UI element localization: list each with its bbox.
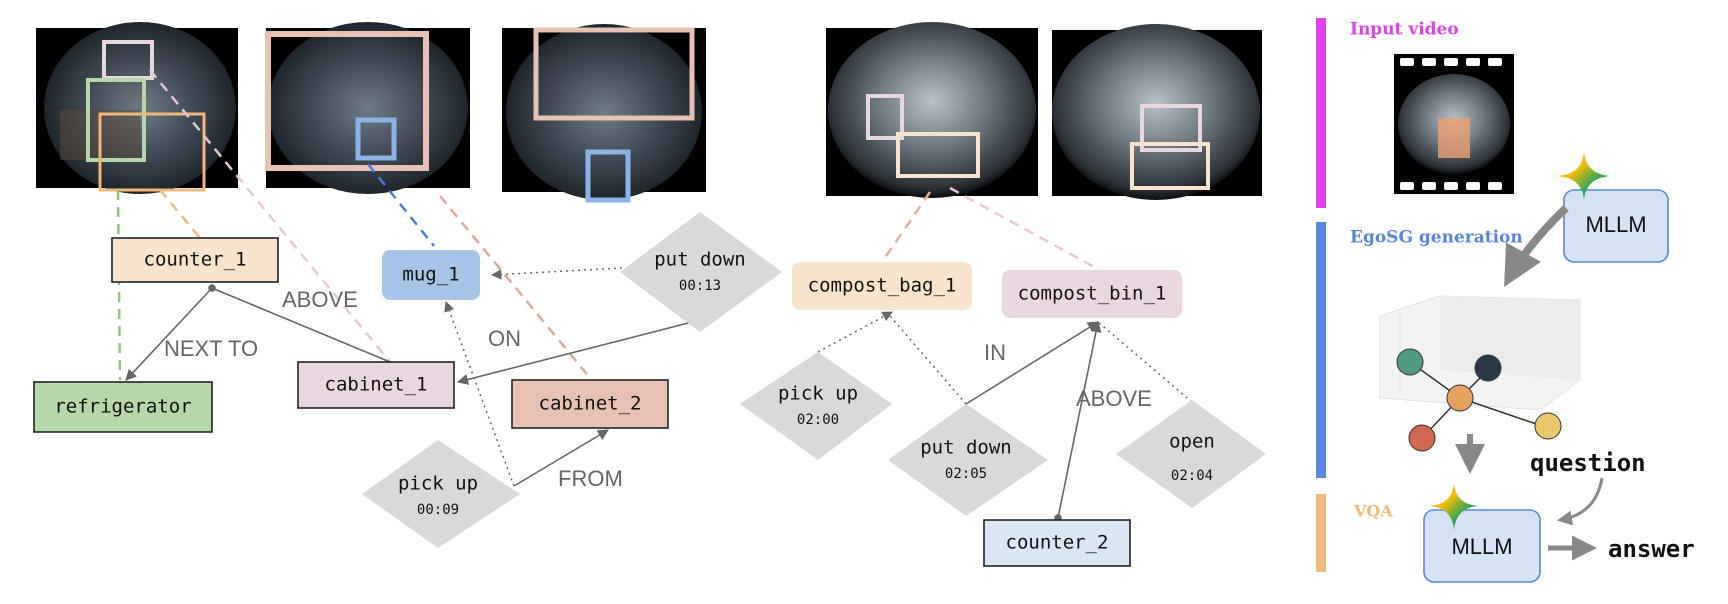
mllm-top-label: MLLM [1585,212,1646,237]
node-refrigerator-label: refrigerator [54,396,191,418]
video-frame-5 [1052,24,1262,200]
node-compost-bag-1-label: compost_bag_1 [808,275,957,297]
input-video-label: Input video [1350,20,1459,40]
egosg-bar [1316,222,1326,478]
node-mug-1: mug_1 [382,250,480,300]
action-pick-up-1-time: 00:09 [417,502,459,518]
film-strip-icon [1394,54,1514,194]
action-pick-up-2: pick up 02:00 [740,352,892,460]
arrow-question [1557,477,1604,526]
grounding-lines [116,69,1097,381]
node-counter-2-label: counter_2 [1006,532,1109,554]
video-frame-4 [826,22,1038,198]
graph-edges [125,284,1102,522]
relation-on: ON [488,326,521,351]
question-label: question [1530,449,1646,477]
pipeline-panel: Input video EgoSG generation VQA [1316,18,1695,583]
action-open-1: open 02:04 [1116,400,1266,508]
action-put-down-1-verb: put down [654,249,746,271]
node-counter-1-label: counter_1 [144,249,247,271]
action-pick-up-1: pick up 00:09 [362,440,520,548]
gemini-icon [1558,152,1610,200]
video-frame-3 [502,24,706,203]
node-compost-bag-1: compost_bag_1 [792,262,972,310]
action-put-down-1-time: 00:13 [679,278,721,294]
action-open-1-time: 02:04 [1171,468,1213,484]
relation-labels: ABOVE NEXT TO ON FROM IN ABOVE [164,287,1152,491]
node-cabinet-1-label: cabinet_1 [325,374,428,396]
node-cabinet-2: cabinet_2 [511,379,669,429]
mllm-bottom: MLLM [1423,484,1541,583]
mllm-top: MLLM [1558,152,1669,263]
relation-in: IN [984,340,1006,365]
node-mug-1-label: mug_1 [402,264,459,286]
action-put-down-2-time: 02:05 [945,466,987,482]
node-compost-bin-1: compost_bin_1 [1002,270,1182,318]
relation-above-2: ABOVE [1076,386,1152,411]
node-counter-2: counter_2 [983,519,1131,567]
gemini-icon-bottom [1430,484,1478,530]
video-frame-1 [36,22,238,194]
node-cabinet-2-label: cabinet_2 [539,393,642,415]
action-put-down-1: put down 00:13 [620,212,782,332]
vqa-bar [1316,494,1326,572]
action-put-down-2-verb: put down [920,437,1012,459]
action-pick-up-2-time: 02:00 [797,412,839,428]
video-frame-2 [265,22,470,194]
node-cabinet-1: cabinet_1 [297,361,455,409]
arrow-to-scene [1504,205,1569,287]
action-open-1-verb: open [1169,431,1215,453]
action-put-down-2: put down 02:05 [888,404,1048,516]
relation-above-1: ABOVE [282,287,358,312]
node-compost-bin-1-label: compost_bin_1 [1018,283,1167,305]
action-pick-up-1-verb: pick up [398,473,478,495]
relation-from: FROM [558,466,623,491]
mllm-bottom-label: MLLM [1451,534,1512,559]
action-pick-up-2-verb: pick up [778,383,858,405]
kitchen-scene-graph [1379,295,1581,452]
egosg-label: EgoSG generation [1350,228,1523,248]
relation-next-to: NEXT TO [164,336,258,361]
vqa-label: VQA [1353,502,1393,521]
node-refrigerator: refrigerator [33,381,213,433]
answer-label: answer [1608,535,1695,563]
dotted-edges [444,267,1193,487]
node-counter-1: counter_1 [111,237,279,283]
input-video-bar [1316,18,1326,208]
